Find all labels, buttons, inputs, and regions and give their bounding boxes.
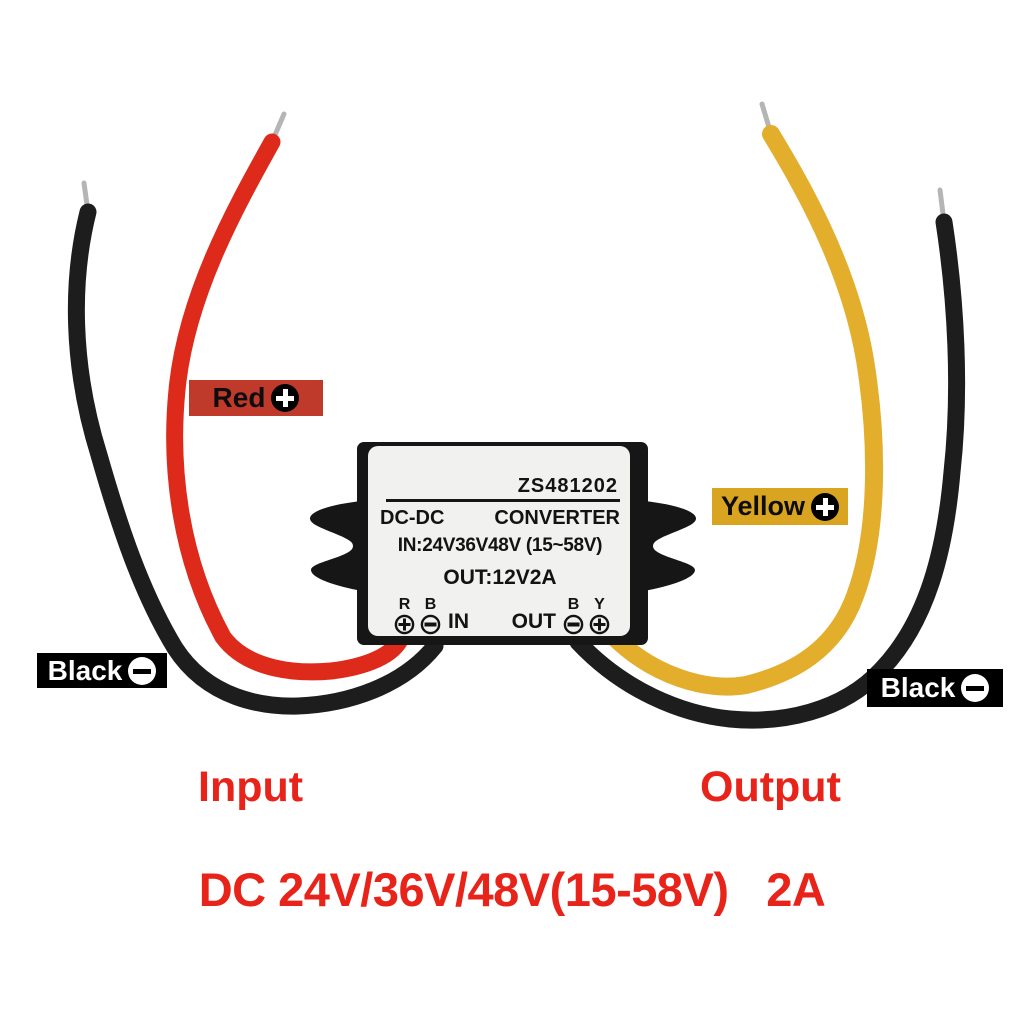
wire-letter-y: Y (594, 596, 605, 613)
terminal-out-plus: Y (589, 597, 610, 635)
slot-screw-icon (420, 614, 441, 635)
black-wire-right (569, 213, 966, 729)
phillips-screw-icon (394, 614, 415, 635)
minus-polarity-icon (128, 656, 157, 685)
yellow-wire-tag-label: Yellow (720, 491, 806, 521)
wire-letter-r: R (398, 596, 411, 613)
yellow-wire (604, 125, 884, 696)
input-voltage-spec: IN:24V36V48V (15~58V) (397, 535, 603, 556)
out-port-label: OUT (511, 610, 556, 633)
output-caption: Output (700, 763, 841, 811)
red-wire-tag-label: Red (212, 382, 266, 413)
title-dc-dc: DC-DC (380, 507, 445, 529)
black-wire-tag-left: Black (37, 653, 167, 688)
wire-letter-b2: B (567, 596, 580, 613)
input-terminals: R B IN (394, 597, 471, 635)
output-voltage-spec: OUT:12V2A (443, 566, 557, 589)
slot-screw-icon (563, 614, 584, 635)
terminal-row: R B IN OUT (380, 597, 620, 635)
phillips-screw-icon (589, 614, 610, 635)
module-mount-ear-right (644, 501, 697, 591)
module-mount-ear-left (309, 501, 362, 591)
input-caption: Input (198, 763, 304, 811)
yellow-wire-tag: Yellow (712, 488, 848, 525)
voltage-spec-caption: DC 24V/36V/48V(15-58V) 2A (198, 863, 826, 916)
minus-polarity-icon (961, 674, 990, 702)
sticker-divider-line (386, 499, 620, 502)
plus-polarity-icon (271, 384, 300, 412)
output-terminals: OUT B Y (510, 597, 610, 635)
in-port-label: IN (448, 610, 469, 633)
model-number-row: ZS481202 (380, 475, 620, 501)
black-wire-tag-label: Black (880, 672, 956, 703)
terminal-in-plus: R (394, 597, 415, 635)
terminal-out-minus: B (563, 597, 584, 635)
title-converter: CONVERTER (494, 507, 620, 529)
red-wire (166, 133, 410, 681)
red-wire-tag: Red (189, 380, 323, 416)
black-wire-tag-label: Black (47, 654, 123, 686)
converter-title-row: DC-DC CONVERTER (380, 508, 620, 528)
model-number: ZS481202 (517, 475, 618, 501)
module-spec-sticker: ZS481202 DC-DC CONVERTER IN:24V36V48V (1… (368, 446, 630, 636)
black-wire-tag-right: Black (867, 669, 1003, 707)
wire-letter-b: B (424, 596, 437, 613)
black-wire-left (67, 203, 444, 715)
plus-polarity-icon (811, 492, 840, 521)
terminal-in-minus: B (420, 597, 441, 635)
